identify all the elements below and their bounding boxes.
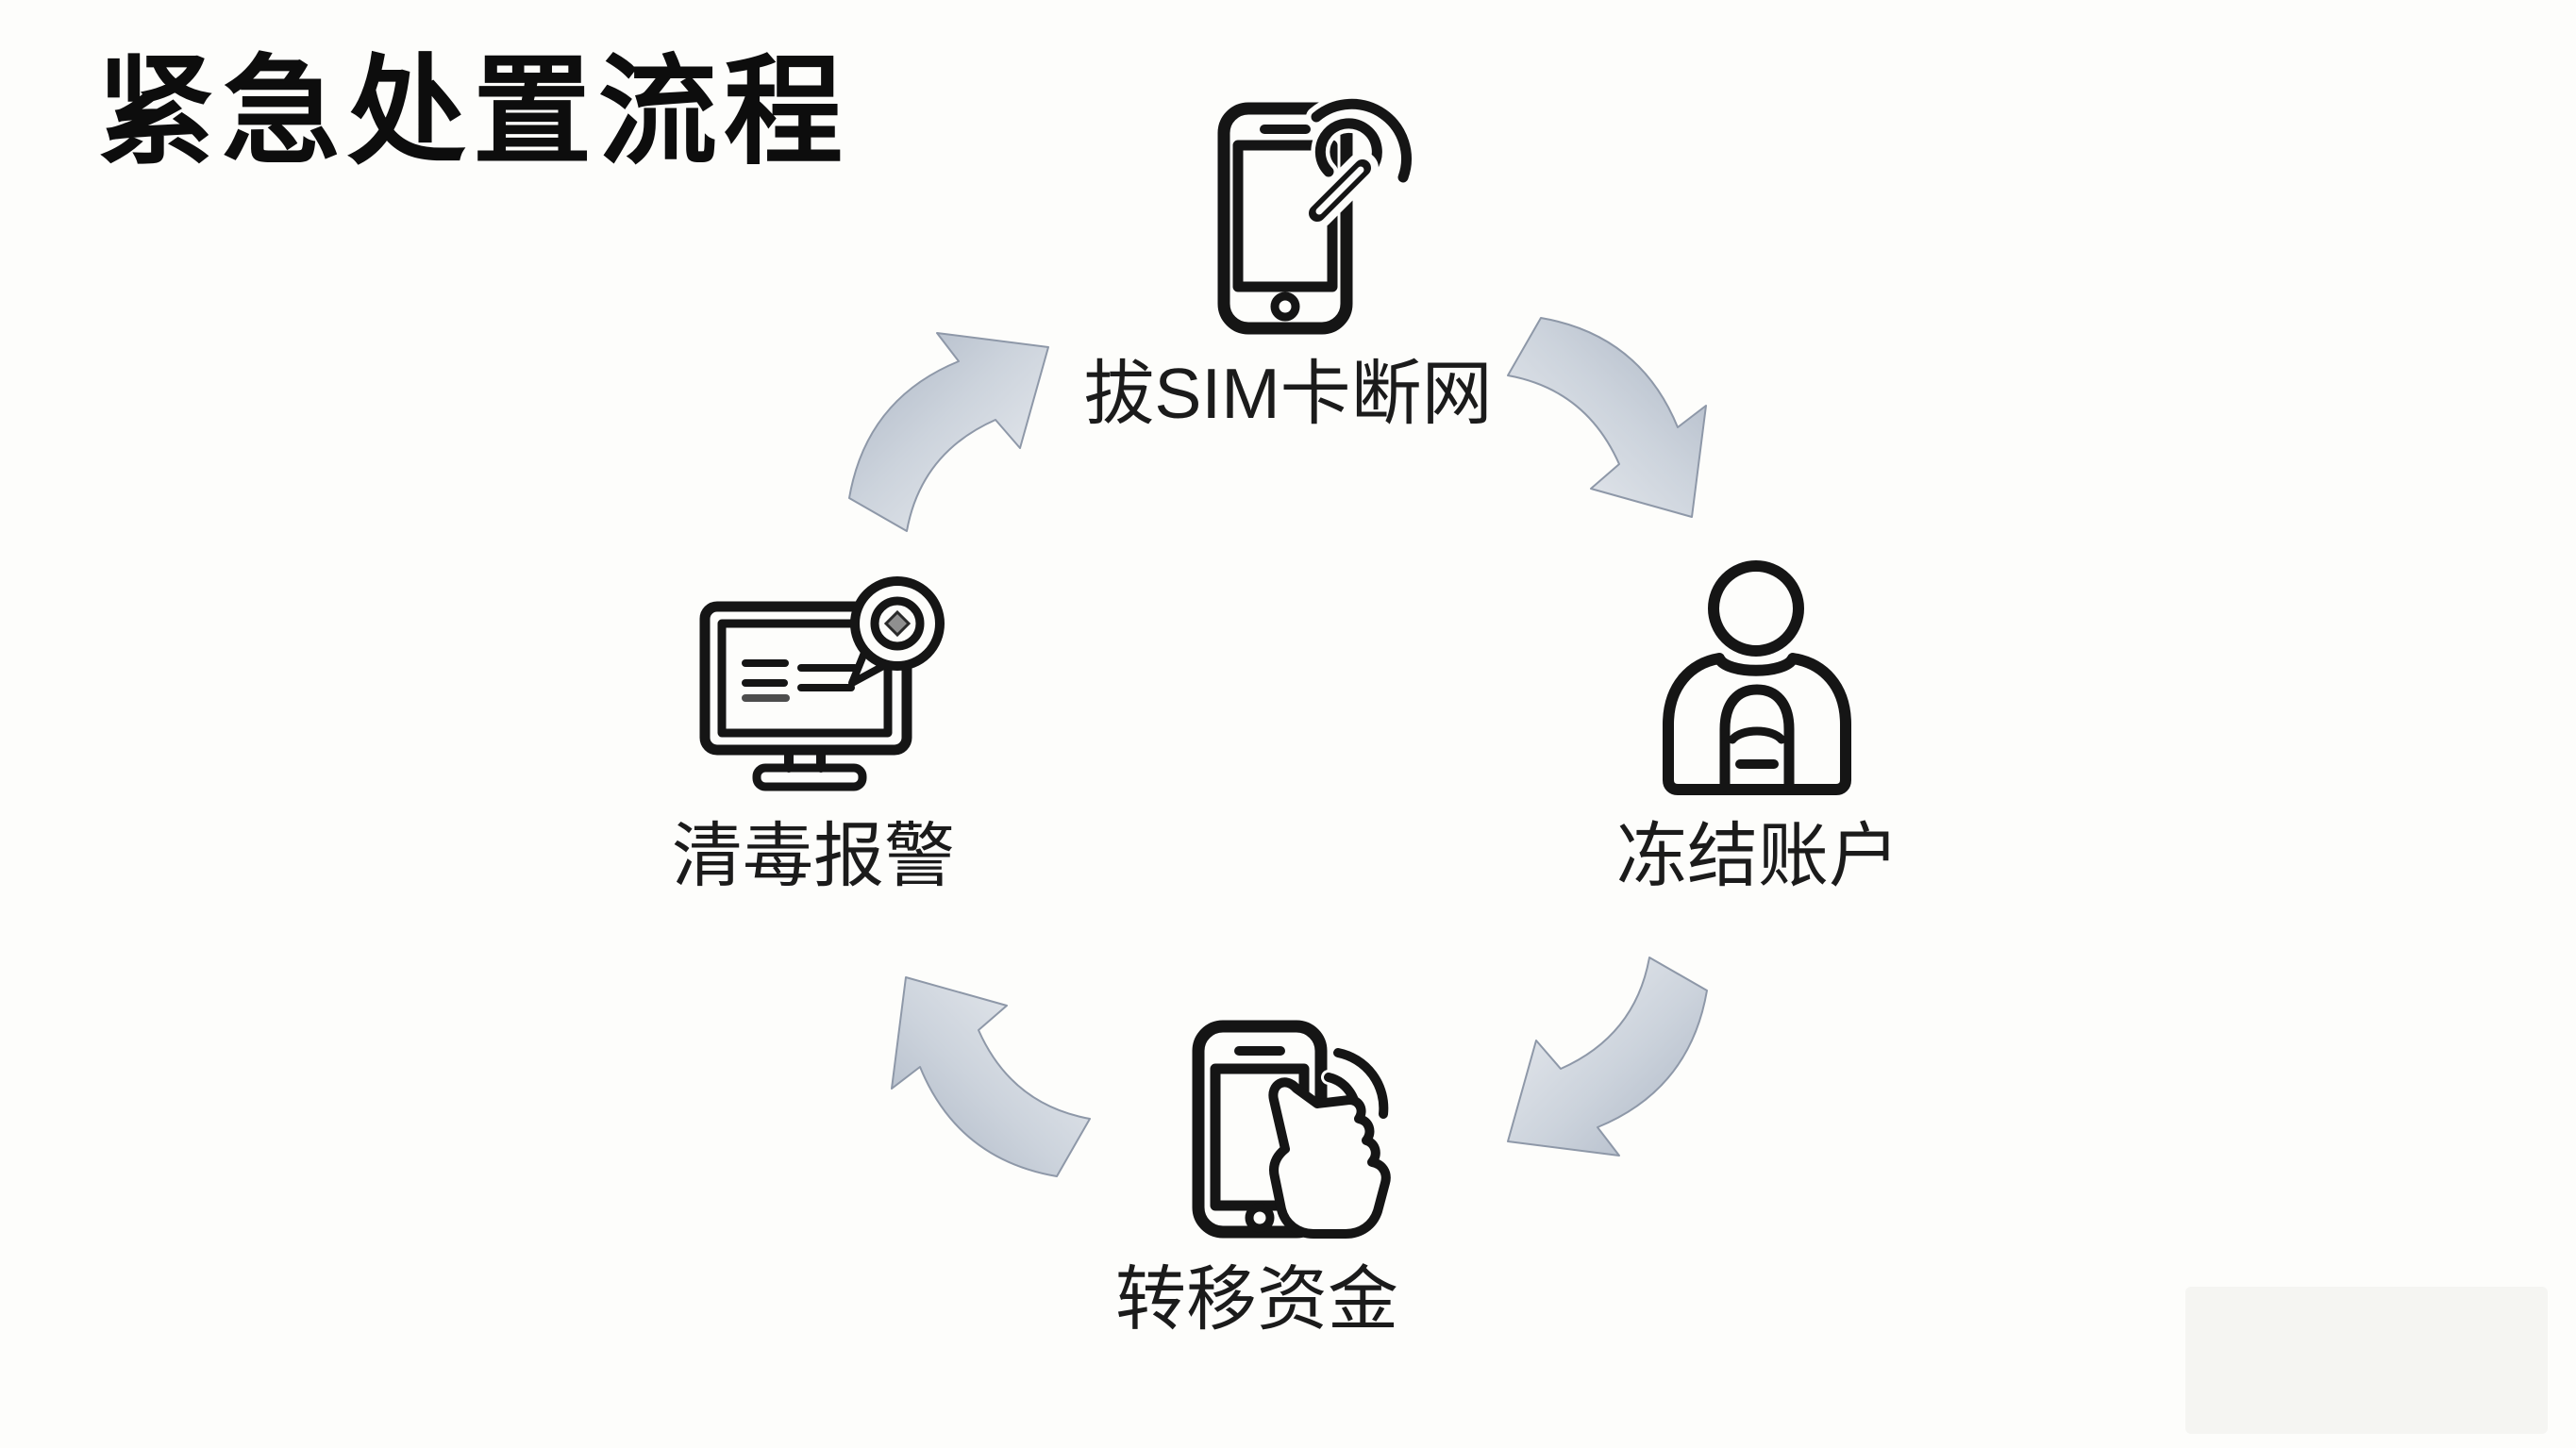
diagram-title: 紧急处置流程: [96, 45, 849, 178]
phone-tap-icon: [1192, 1020, 1393, 1239]
step-label-clean-and-report: 清毒报警: [671, 816, 955, 895]
step-label-freeze-account: 冻结账户: [1615, 816, 1899, 895]
cycle-arrow-down-left: [1507, 957, 1708, 1157]
step-label-pull-sim: 拔SIM卡断网: [1083, 354, 1493, 433]
phone-sim-eject-icon: [1217, 93, 1417, 335]
step-label-transfer-funds: 转移资金: [1114, 1259, 1398, 1339]
person-account-icon: [1663, 560, 1851, 795]
watermark-area: [2185, 1287, 2548, 1434]
monitor-alert-icon: [699, 576, 945, 791]
cycle-arrow-up-left: [891, 976, 1091, 1177]
